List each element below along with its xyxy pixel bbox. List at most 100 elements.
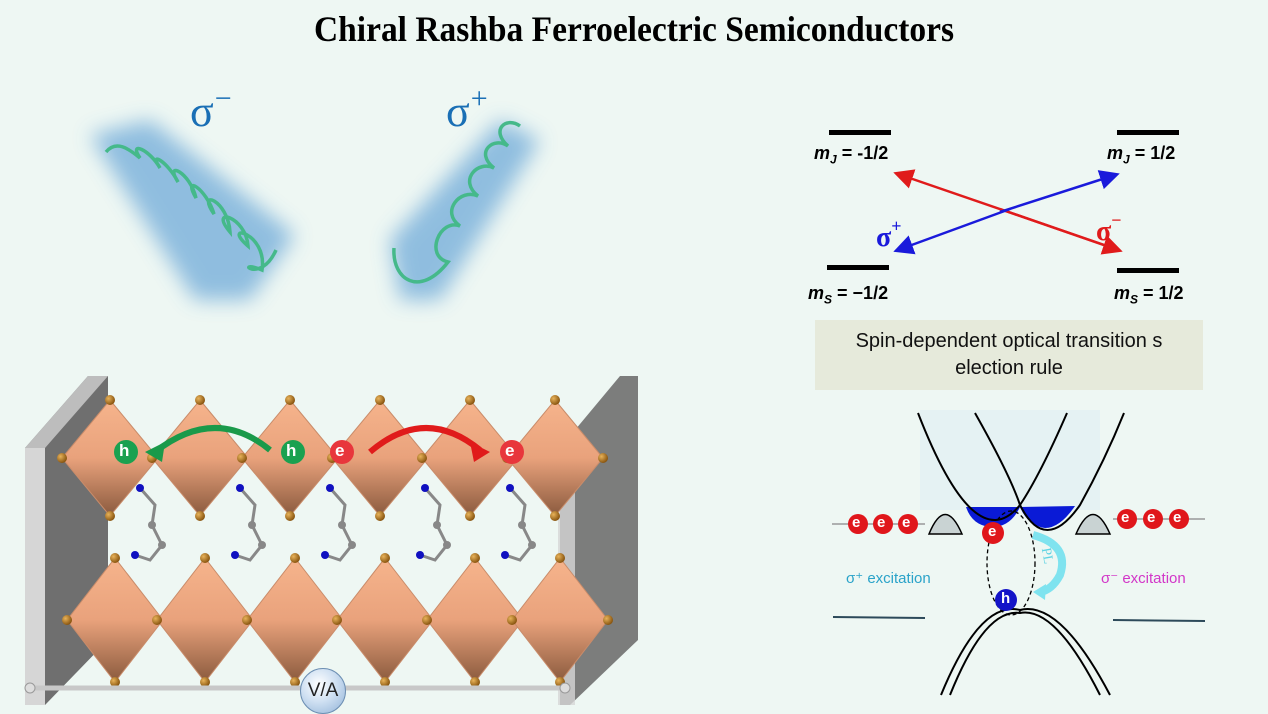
- atom: [258, 541, 266, 549]
- voltmeter-ammeter: V/A: [300, 668, 346, 714]
- atom: [416, 551, 424, 559]
- pl-arrow: [1031, 531, 1067, 596]
- meter-label: V/A: [307, 680, 339, 701]
- hole-carrier-right: [281, 440, 305, 464]
- band-electron-label: e: [988, 523, 997, 540]
- level-prefix: m: [1107, 143, 1124, 163]
- sigma-sign: −: [214, 82, 232, 115]
- atom: [248, 521, 256, 529]
- helix-glow-left: [90, 120, 295, 300]
- level-value: = 1/2: [1129, 143, 1176, 163]
- spin-electron-label: e: [1173, 509, 1182, 526]
- halide-atom: [507, 615, 517, 625]
- level-prefix: m: [808, 283, 825, 303]
- atom: [236, 484, 244, 492]
- pl-label: PL: [1037, 546, 1056, 566]
- right-level-line: [1112, 619, 1206, 622]
- spin-electron-label: e: [1147, 509, 1156, 526]
- spin-electron-label: e: [852, 514, 861, 531]
- level-subscript: J: [1123, 152, 1130, 167]
- atom: [231, 551, 239, 559]
- conduction-band-fill-left: [966, 507, 1020, 528]
- transition-sigma-minus: σ−: [1096, 210, 1122, 248]
- level-label-lower-right: mS = 1/2: [1114, 283, 1184, 307]
- halide-atom: [242, 615, 252, 625]
- wire-terminal-left: [24, 682, 36, 694]
- spin-electron-label: e: [1121, 509, 1130, 526]
- atom: [528, 541, 536, 549]
- halide-atom: [110, 553, 120, 563]
- halide-atom: [470, 553, 480, 563]
- electron-hop-arrow: [368, 425, 482, 455]
- halide-atom: [110, 677, 120, 687]
- sigma-minus-excitation-label: σ⁻ excitation: [1101, 570, 1186, 587]
- halide-atom: [105, 395, 115, 405]
- halide-atom: [200, 677, 210, 687]
- halide-atom: [465, 511, 475, 521]
- level-bar-upper-right: [1117, 130, 1179, 135]
- electron-carrier-right: [500, 440, 524, 464]
- valence-band-inner: [949, 611, 1101, 696]
- electron-label-right: e: [505, 441, 515, 460]
- sigma-plus-arrow: [999, 170, 1120, 214]
- halide-atom: [380, 677, 390, 687]
- sigma-sign: −: [1111, 210, 1122, 230]
- band-hole: [995, 589, 1017, 611]
- pl-arrow-head: [1033, 584, 1046, 600]
- halide-atom: [195, 511, 205, 521]
- sigma-symbol: σ: [446, 87, 470, 136]
- transition-sigma-plus: σ+: [876, 216, 902, 254]
- organic-cation: [234, 487, 264, 562]
- sigma-sign: +: [891, 216, 902, 236]
- organic-cation: [504, 487, 534, 562]
- conduction-band-fill-right: [1020, 506, 1075, 528]
- right-bump: [1074, 513, 1112, 535]
- valence-band-outer: [940, 608, 1111, 696]
- level-label-lower-left: mS = −1/2: [808, 283, 888, 307]
- halide-atom: [555, 553, 565, 563]
- electron-label-left: e: [335, 441, 345, 460]
- organic-cation: [419, 487, 449, 562]
- halide-atom: [237, 453, 247, 463]
- level-bar-upper-left: [829, 130, 891, 135]
- halide-atom: [290, 553, 300, 563]
- band-shade: [920, 410, 1100, 510]
- organic-cation: [134, 487, 164, 562]
- spin-electrons-right: [1117, 509, 1189, 529]
- hole-label-left: h: [119, 441, 130, 460]
- sigma-minus-arrow-head: [999, 207, 1123, 255]
- helix-glow-right: [390, 120, 540, 300]
- hole-carrier-left: [114, 440, 138, 464]
- conduction-band-right: [974, 412, 1125, 531]
- halide-atom: [57, 453, 67, 463]
- level-prefix: m: [1114, 283, 1131, 303]
- spin-electron-label: e: [902, 514, 911, 531]
- sigma-symbol: σ: [190, 87, 214, 136]
- octahedron: [246, 557, 344, 683]
- selection-rule-caption: Spin-dependent optical transition s elec…: [815, 320, 1203, 390]
- atom: [348, 541, 356, 549]
- halide-atom: [603, 615, 613, 625]
- atom: [506, 484, 514, 492]
- level-prefix: m: [814, 143, 831, 163]
- sigma-symbol: σ: [1096, 216, 1112, 247]
- level-label-upper-left: mJ = -1/2: [814, 143, 888, 167]
- halide-atom: [285, 511, 295, 521]
- electron-carrier-left: [330, 440, 354, 464]
- octahedron: [151, 399, 249, 517]
- sigma-minus-label: σ−: [190, 82, 232, 137]
- wire-terminal-right: [559, 682, 571, 694]
- atom: [433, 521, 441, 529]
- atom: [148, 521, 156, 529]
- atom: [443, 541, 451, 549]
- atom: [158, 541, 166, 549]
- atom: [338, 521, 346, 529]
- band-hole-label: h: [1001, 590, 1011, 607]
- caption-text: Spin-dependent optical transition s elec…: [855, 330, 1163, 379]
- left-level-line: [832, 616, 926, 619]
- halide-atom: [332, 615, 342, 625]
- spin-electrons-left: [848, 514, 918, 534]
- sigma-plus-excitation-label: σ⁺ excitation: [846, 570, 931, 587]
